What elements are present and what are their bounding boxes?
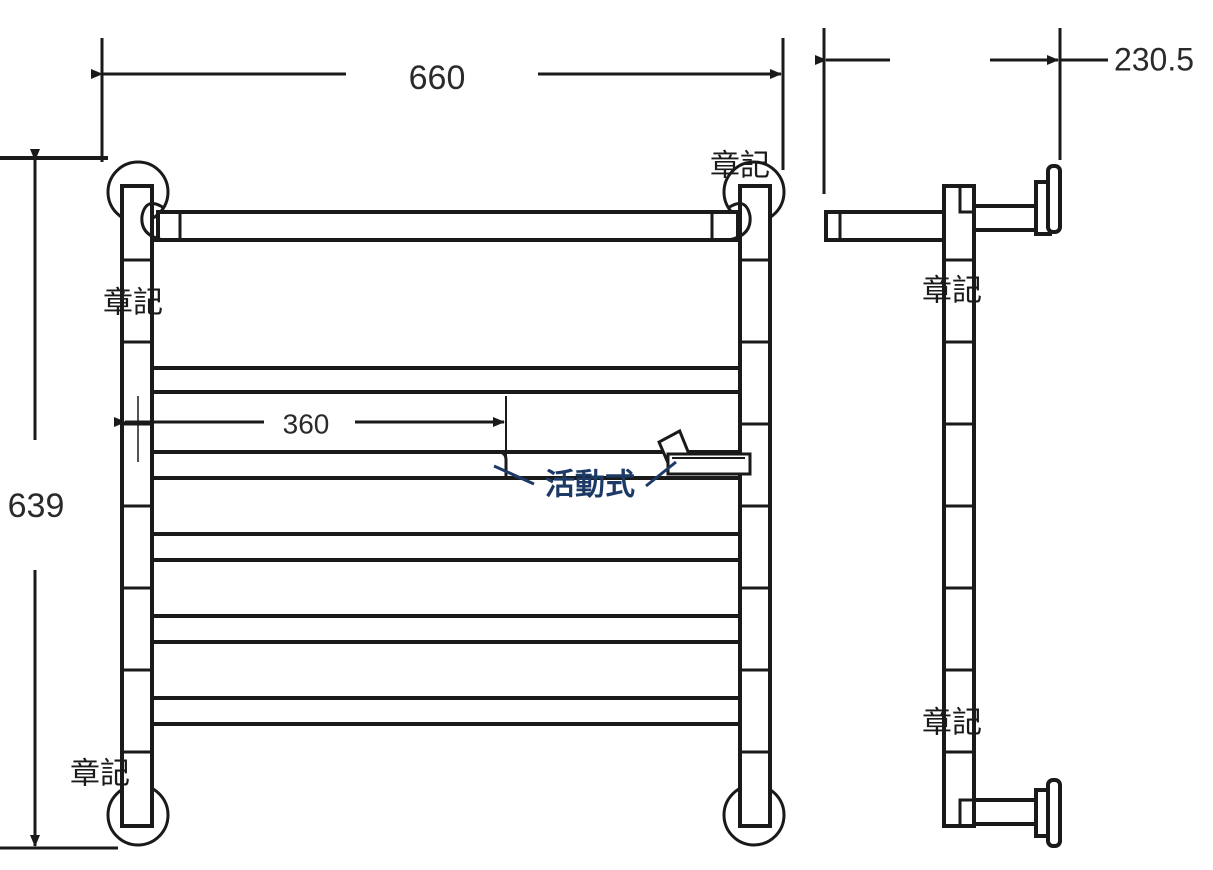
- towel-panel-3: [150, 476, 742, 536]
- side-mark-label-upper: 章記: [922, 274, 982, 309]
- mark-label-left-upper: 章記: [103, 286, 163, 321]
- dimension-639: 639: [0, 149, 118, 850]
- bottom-wall-bracket: [972, 798, 1038, 826]
- side-view: 章記 章記: [824, 164, 1062, 848]
- towel-panel-4: [150, 558, 742, 618]
- dimension-360: 360: [114, 396, 505, 462]
- swivel-arm: [657, 428, 752, 476]
- mark-label-bottom-left: 章記: [70, 757, 130, 792]
- dimension-360-label: 360: [283, 408, 330, 439]
- mark-label-top-right: 章記: [710, 149, 770, 184]
- movable-label: 活動式: [545, 468, 635, 503]
- dimension-230-5: 230.5: [815, 28, 1194, 194]
- towel-panel-5: [150, 640, 742, 700]
- dimension-639-label: 639: [8, 487, 65, 525]
- dimension-660: 660: [91, 38, 785, 170]
- top-bar: [156, 210, 740, 242]
- side-mark-label-lower: 章記: [922, 706, 982, 741]
- movable-callout: 活動式: [493, 460, 677, 503]
- dimension-660-label: 660: [409, 59, 466, 97]
- front-view: 360 活動式 章記 章記 章記: [70, 149, 786, 847]
- dimension-230-5-label: 230.5: [1114, 41, 1194, 77]
- towel-panel-1: [150, 238, 742, 370]
- top-wall-bracket: [972, 204, 1038, 232]
- side-swing-arm: [824, 210, 946, 242]
